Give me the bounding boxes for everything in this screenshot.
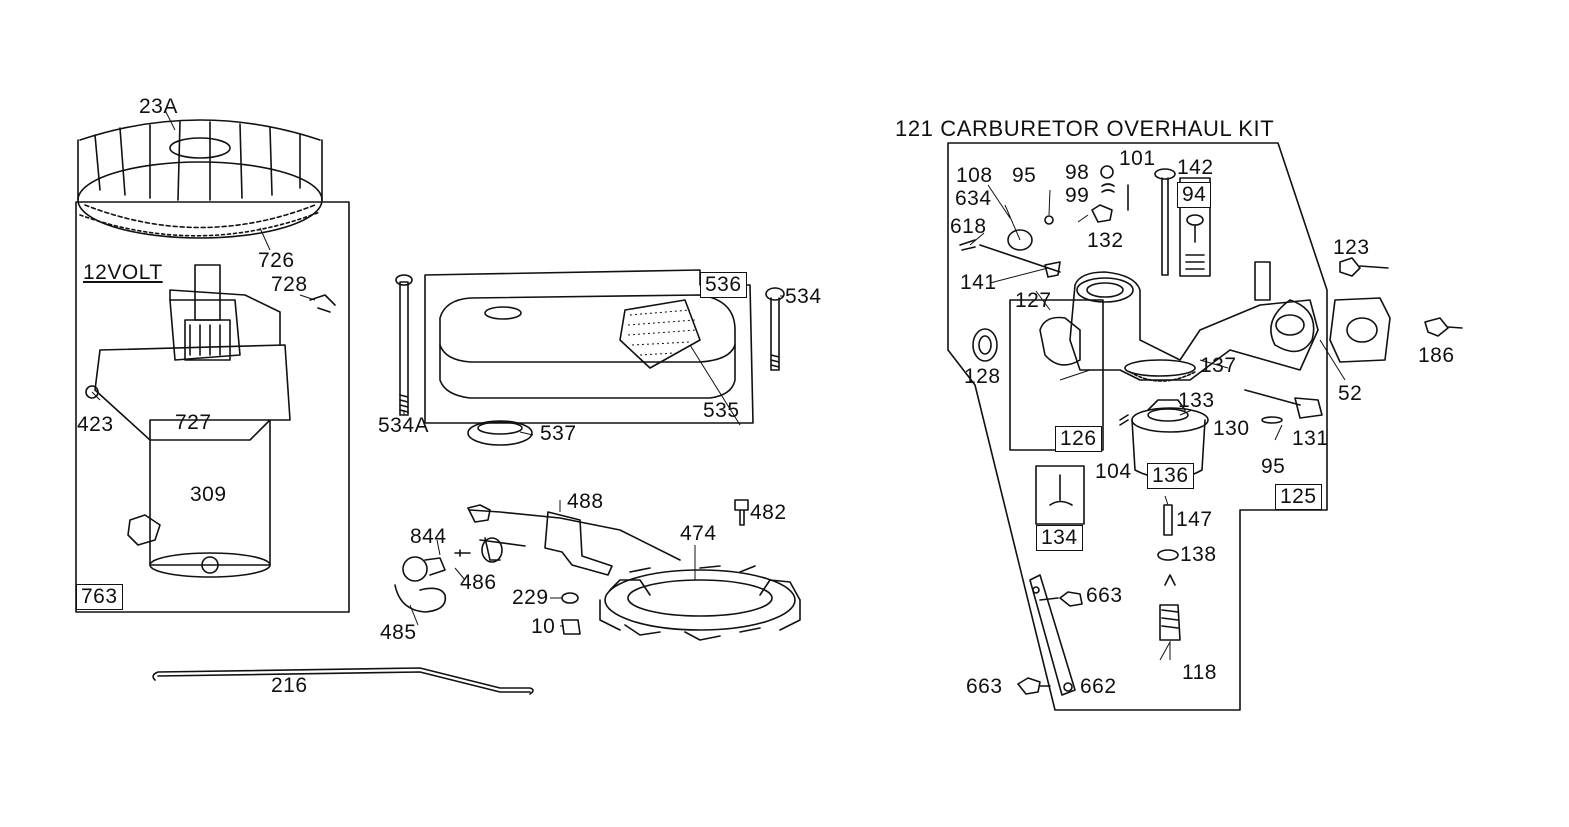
callout-482: 482 bbox=[750, 501, 787, 524]
flywheel-fan bbox=[77, 119, 323, 239]
callout-147: 147 bbox=[1176, 508, 1213, 531]
kit-title: 121 CARBURETOR OVERHAUL KIT bbox=[895, 116, 1275, 141]
callout-536: 536 bbox=[700, 272, 747, 298]
callout-99: 99 bbox=[1065, 184, 1090, 207]
callout-141: 141 bbox=[960, 271, 997, 294]
callout-727: 727 bbox=[175, 411, 212, 434]
callout-485: 485 bbox=[380, 621, 417, 644]
callout-663-top: 663 bbox=[1086, 584, 1123, 607]
callout-108: 108 bbox=[956, 164, 993, 187]
callout-728: 728 bbox=[271, 273, 308, 296]
callout-126: 126 bbox=[1055, 426, 1102, 452]
callout-132: 132 bbox=[1087, 229, 1124, 252]
voltage-label: 12VOLT bbox=[83, 261, 163, 284]
callout-136: 136 bbox=[1147, 463, 1194, 489]
callout-309: 309 bbox=[190, 483, 227, 506]
callout-474: 474 bbox=[680, 522, 717, 545]
callout-844: 844 bbox=[410, 525, 447, 548]
callout-423: 423 bbox=[77, 413, 114, 436]
callout-216: 216 bbox=[271, 674, 308, 697]
callout-535: 535 bbox=[703, 399, 740, 422]
callout-488: 488 bbox=[567, 490, 604, 513]
callout-123: 123 bbox=[1333, 236, 1370, 259]
callout-95-top: 95 bbox=[1012, 164, 1037, 187]
callout-52: 52 bbox=[1338, 382, 1363, 405]
link-rod bbox=[152, 667, 534, 695]
callout-128: 128 bbox=[964, 365, 1001, 388]
callout-534: 534 bbox=[785, 285, 822, 308]
callout-663-bottom: 663 bbox=[966, 675, 1003, 698]
callout-133: 133 bbox=[1178, 389, 1215, 412]
callout-134: 134 bbox=[1036, 525, 1083, 551]
callout-142: 142 bbox=[1177, 156, 1214, 179]
callout-186: 186 bbox=[1418, 344, 1455, 367]
callout-95-bottom: 95 bbox=[1261, 455, 1286, 478]
callout-23A: 23A bbox=[139, 95, 178, 118]
callout-104: 104 bbox=[1095, 460, 1132, 483]
starter-group-drawing bbox=[75, 119, 350, 613]
callout-10: 10 bbox=[531, 615, 556, 638]
callout-118: 118 bbox=[1182, 661, 1217, 684]
callout-537: 537 bbox=[540, 422, 577, 445]
callout-137: 137 bbox=[1200, 354, 1237, 377]
callout-229: 229 bbox=[512, 586, 549, 609]
callout-101: 101 bbox=[1119, 147, 1156, 170]
carburetor-group-drawing bbox=[947, 142, 1463, 711]
callout-534A: 534A bbox=[378, 414, 430, 437]
callout-125: 125 bbox=[1275, 484, 1322, 510]
callout-138: 138 bbox=[1180, 543, 1217, 566]
callout-127: 127 bbox=[1015, 289, 1052, 312]
callout-130: 130 bbox=[1213, 417, 1250, 440]
callout-634: 634 bbox=[955, 187, 992, 210]
callout-763: 763 bbox=[76, 584, 123, 610]
callout-94: 94 bbox=[1177, 182, 1212, 208]
starter-motor bbox=[85, 264, 336, 578]
ignition-group-drawing bbox=[394, 499, 801, 641]
callout-486: 486 bbox=[460, 571, 497, 594]
callout-726: 726 bbox=[258, 249, 295, 272]
callout-131: 131 bbox=[1292, 427, 1329, 450]
callout-98: 98 bbox=[1065, 161, 1090, 184]
muffler-group-drawing bbox=[395, 269, 785, 446]
callout-662: 662 bbox=[1080, 675, 1117, 698]
callout-618: 618 bbox=[950, 215, 987, 238]
